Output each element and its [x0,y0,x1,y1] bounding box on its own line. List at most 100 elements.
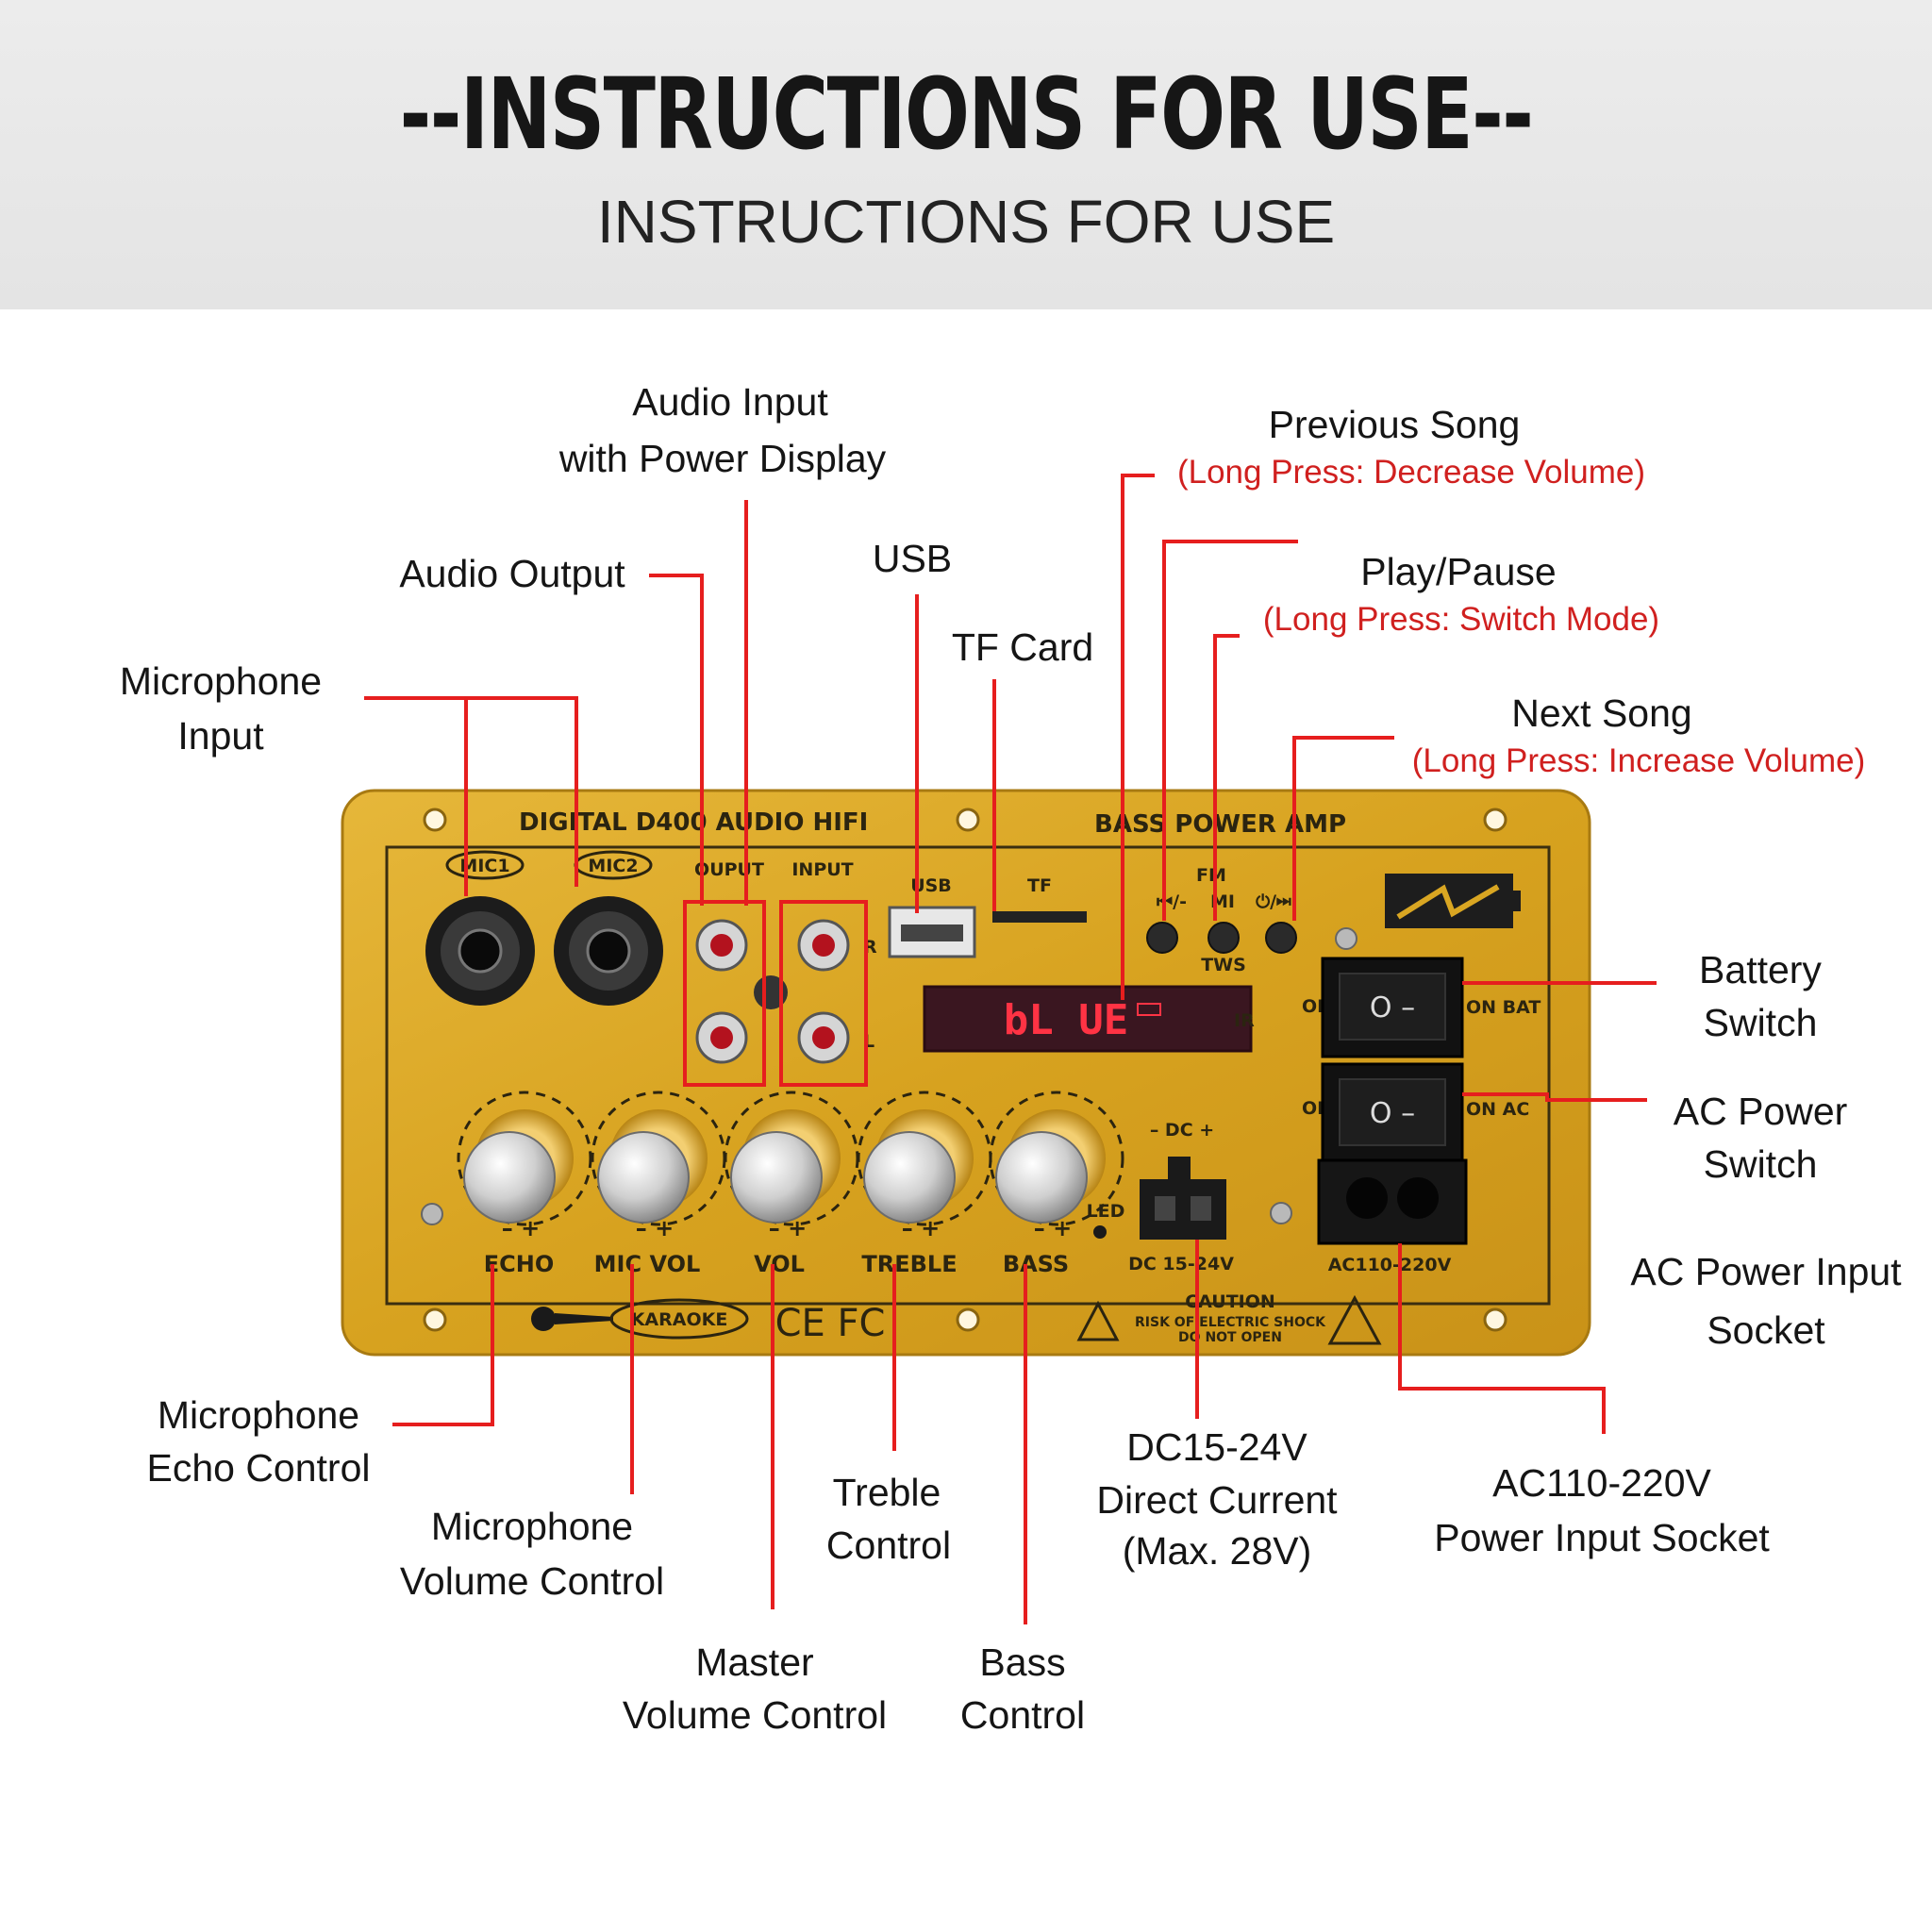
karaoke-oval [609,1298,749,1340]
label-treble-control-1: Treble [833,1471,941,1514]
label-ac-power-input-socket-1: AC Power Input [1630,1250,1902,1293]
header-banner: --INSTRUCTIONS FOR USE-- INSTRUCTIONS FO… [0,0,1932,309]
dc-polarity-label: – DC + [1150,1120,1214,1141]
label-mic-volume-control-2: Volume Control [400,1559,664,1603]
leader-mic2 [364,696,578,887]
input-highlight-box [779,900,868,1087]
echo-knob[interactable] [457,1091,592,1226]
previous-song-button[interactable] [1146,922,1178,954]
label-ac-power-switch-2: Switch [1704,1142,1818,1186]
label-bass-control-1: Bass [979,1641,1065,1684]
treble-knob[interactable] [857,1091,992,1226]
mic1-jack[interactable] [425,896,535,1006]
label-ac-power-input-socket-2: Socket [1707,1308,1825,1352]
caution-line-2: DO NOT OPEN [1178,1330,1282,1345]
label-play-pause: Play/Pause [1360,550,1556,593]
karaoke-mic-icon [531,1307,613,1331]
output-label: OUPUT [694,859,764,880]
battery-logo-icon [1385,874,1521,928]
display-text: bL UE [1004,996,1128,1044]
label-master-volume-control-2: Volume Control [623,1693,887,1737]
label-microphone-input-1: Microphone [120,659,322,703]
play-pause-button[interactable] [1208,922,1240,954]
label-master-volume-control-1: Master [695,1641,813,1684]
warning-icon [1327,1294,1382,1345]
treble-label: TREBLE [861,1251,957,1277]
mic1-oval [445,850,525,880]
prev-button-label: ⏮/- [1157,891,1187,912]
treble-knob-signs: – + [902,1215,940,1241]
leader-play-pause [1213,634,1240,921]
led-label: LED [1087,1201,1125,1222]
label-tf-card: TF Card [952,625,1093,669]
screw-icon [1335,927,1357,950]
mic2-label: MIC2 [588,856,638,876]
leader-previous-song [1162,540,1298,921]
label-mic-volume-control-1: Microphone [431,1505,633,1548]
mounting-holes [423,808,1507,1332]
brand-right: BASS POWER AMP [1094,810,1346,839]
leader-ac-switch [1462,1092,1647,1102]
audio-output-rca[interactable] [695,919,748,1064]
leader-display [1121,474,1155,1000]
main-title: --INSTRUCTIONS FOR USE-- [399,57,1534,172]
ac-power-socket[interactable] [1317,1158,1468,1245]
ac-switch-symbol: O – [1370,1097,1415,1130]
on-bat-label: ON BAT [1466,997,1541,1018]
ac-power-switch[interactable]: O – [1321,1062,1464,1164]
leader-next-song [1292,736,1394,921]
tf-label: TF [1027,875,1052,896]
label-previous-song: Previous Song [1269,403,1521,446]
label-ac-power-switch-1: AC Power [1674,1090,1848,1133]
mic-vol-knob-signs: – + [636,1215,674,1241]
vol-label: VOL [754,1251,805,1277]
usb-label: USB [910,875,952,896]
screw-icon [1270,1202,1292,1224]
label-next-song: Next Song [1511,691,1691,735]
leader-echo [392,1264,494,1426]
master-volume-knob[interactable] [724,1091,859,1226]
mic1-label: MIC1 [459,856,509,876]
tws-label: TWS [1201,955,1246,975]
battery-switch-symbol: O – [1370,991,1415,1024]
ac-rating-label: AC110-220V [1328,1255,1452,1275]
label-treble-control-2: Control [826,1524,951,1567]
label-dc-input-1: DC15-24V [1126,1425,1307,1469]
tf-card-slot[interactable] [992,911,1087,923]
label-audio-output: Audio Output [399,552,625,595]
usb-port[interactable] [888,906,976,958]
brand-left: DIGITAL D400 AUDIO HIFI [519,808,868,837]
caution-block: CAUTION RISK OF ELECTRIC SHOCK DO NOT OP… [1076,1291,1382,1345]
dc-rating-label: DC 15-24V [1128,1254,1234,1274]
mic-volume-knob[interactable] [591,1091,726,1226]
battery-switch[interactable]: O – [1321,957,1464,1058]
label-microphone-input-2: Input [177,714,264,758]
ir-label: IR [1234,1010,1255,1031]
mic2-jack[interactable] [554,896,663,1006]
audio-input-rca[interactable] [797,919,850,1064]
label-dc-input-3: (Max. 28V) [1123,1529,1312,1573]
label-battery-switch-1: Battery [1699,948,1822,991]
leader-audio-output [649,574,704,906]
led-display: bL UE [923,985,1253,1053]
bass-knob[interactable] [989,1091,1124,1226]
next-song-button[interactable] [1265,922,1297,954]
leader-lines [364,474,1657,1624]
label-ac-socket-1: AC110-220V [1492,1461,1711,1505]
echo-label: ECHO [484,1251,555,1277]
led-indicator [1093,1225,1107,1239]
label-audio-input-1: Audio Input [632,380,828,424]
label-battery-switch-2: Switch [1704,1001,1818,1044]
label-echo-control-2: Echo Control [146,1446,370,1490]
bass-label: BASS [1003,1251,1069,1277]
label-usb: USB [873,537,952,580]
vol-knob-signs: – + [769,1215,807,1241]
dc-power-socket[interactable] [1140,1157,1226,1240]
label-next-song-note: (Long Press: Increase Volume) [1412,742,1866,779]
callout-labels: Audio Input with Power Display Audio Out… [120,380,1902,1737]
label-dc-input-2: Direct Current [1096,1478,1338,1522]
caution-line-1: RISK OF ELECTRIC SHOCK [1135,1315,1326,1330]
bass-knob-signs: – + [1034,1215,1072,1241]
fm-label: FM [1196,865,1226,886]
